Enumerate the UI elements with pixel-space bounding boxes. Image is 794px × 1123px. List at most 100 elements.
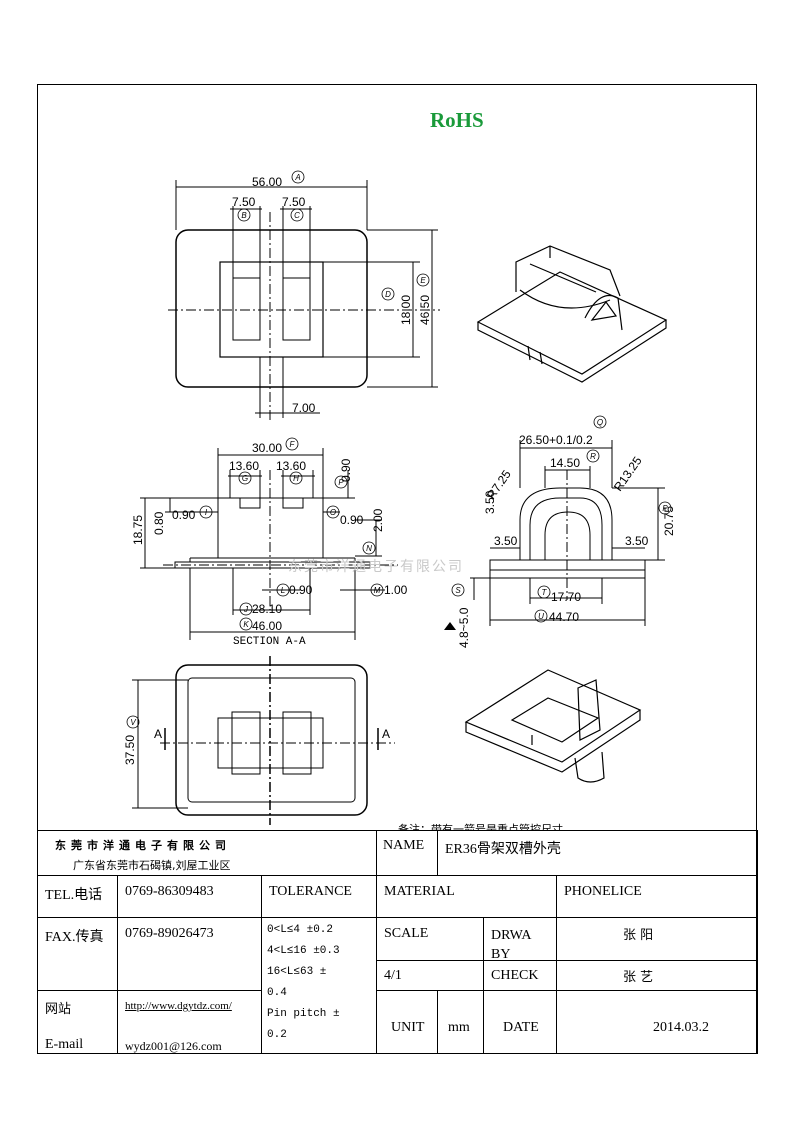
dim-slot-c: 7.50 [282,195,306,209]
mark-n: N [366,544,372,553]
check-label: CHECK [491,968,539,983]
tel-value: 0769-86309483 [125,884,214,899]
email-label: E-mail [45,1037,84,1052]
tolerance-row-6: 0.2 [267,1029,287,1041]
name-value: ER36骨架双槽外壳 [445,842,561,857]
dim-slot-g: 13.60 [229,459,259,473]
section-label: SECTION A-A [233,636,306,648]
drawn-by-label: DRWA BY [485,922,537,968]
mark-i: I [205,508,208,517]
mark-b: B [241,211,247,220]
dim-inner-height: 18.00 [399,295,413,325]
mark-c: C [294,211,300,220]
dim-step: 0.80 [152,511,166,535]
fax-label: FAX.传真 [45,930,104,945]
tolerance-label: TOLERANCE [269,884,352,899]
drawn-by-value: 张 阳 [623,928,654,943]
isometric-view-top [476,245,668,383]
tolerance-row-4: 0.4 [267,987,287,999]
mark-a: A [294,173,300,182]
section-view [140,448,398,640]
tolerance-row-1: 0<L≤4 ±0.2 [267,924,334,936]
mark-m: M [374,586,381,595]
section-marker-left: A [154,727,162,741]
dim-side-height: 20.75 [662,506,676,536]
unit-value: mm [448,1020,470,1035]
dim-top-width: 56.00 [252,175,282,189]
top-view [168,180,440,420]
rohs-label: RoHS [430,108,484,132]
tolerance-table: 0<L≤4 ±0.2 4<L≤16 ±0.3 16<L≤63 ± 0.4 Pin… [267,920,379,1046]
date-label: DATE [503,1020,539,1035]
email-value: wydz001@126.com [125,1039,222,1053]
phonelice-label: PHONELICE [564,884,642,899]
dim-top-height: 46.50 [418,295,432,325]
bottom-view [132,656,395,825]
checked-by-value: 张 艺 [623,970,654,985]
dim-center-thickness: 0.90 [289,583,313,597]
mark-r: R [590,452,596,461]
dim-base-thickness: 1.00 [384,583,408,597]
dim-pin: 4.8~5.0 [457,607,471,648]
mark-k: K [243,620,249,629]
mark-g: G [242,474,248,483]
mark-f: F [290,440,296,449]
mark-l: L [281,586,285,595]
mark-h: H [293,474,299,483]
mark-d: D [385,290,391,299]
tolerance-row-2: 4<L≤16 ±0.3 [267,945,340,957]
note-text: 备注：带有一箭号是重点管控尺寸 [398,823,563,830]
tolerance-row-5: Pin pitch ± [267,1008,340,1020]
fax-value: 0769-89026473 [125,926,214,941]
dim-slot-h: 13.60 [276,459,306,473]
by-label: BY [491,947,511,962]
isometric-view-bottom [464,669,642,783]
mark-s: S [455,586,461,595]
mark-e: E [420,276,426,285]
scale-value: 4/1 [384,968,402,983]
date-value: 2014.03.2 [653,1020,709,1035]
dim-right-step: 3.50 [625,534,649,548]
dim-left-thickness: 0.90 [172,508,196,522]
dim-bottom-height: 37.50 [123,735,137,765]
dim-section-width: 30.00 [252,441,282,455]
dim-side-top-width: 26.50+0.1/0.2 [519,433,593,447]
side-view [470,440,665,626]
dim-section-height: 18.75 [131,515,145,545]
dim-gap: 7.00 [292,401,316,415]
critical-arrow-icon [444,622,456,630]
dim-side-height-top: 3.50 [483,490,497,514]
dim-side-inner-width: 14.50 [550,456,580,470]
mark-j: J [243,605,249,614]
watermark: 东莞市洋通电子有限公司 [288,559,464,575]
mark-u: U [538,612,544,621]
mark-v: V [130,718,136,727]
drwa-label: DRWA [491,928,532,943]
mark-p-side: P [662,504,668,513]
dim-outer-width: 46.00 [252,619,282,633]
company-name: 东莞市洋通电子有限公司 [55,839,231,852]
tel-label: TEL.电话 [45,888,103,903]
dim-slot-width: 17.70 [551,590,581,604]
material-label: MATERIAL [384,884,455,899]
unit-label: UNIT [391,1020,425,1035]
mark-o: O [330,508,336,517]
tolerance-row-3: 16<L≤63 ± [267,966,327,978]
dim-inner-width: 28.10 [252,602,282,616]
dim-slot-b: 7.50 [232,195,256,209]
company-address: 广东省东莞市石碣镇,刘屋工业区 [73,859,231,872]
mark-t: T [542,588,548,597]
dim-base-width: 44.70 [549,610,579,624]
title-block: 东莞市洋通电子有限公司 广东省东莞市石碣镇,刘屋工业区 NAME ER36骨架双… [37,830,758,1054]
dim-depth: 2.00 [371,508,385,532]
scale-label: SCALE [384,926,429,941]
website-label: 网站 [45,1002,72,1017]
mark-q: Q [597,418,603,427]
section-marker-right: A [382,727,390,741]
dim-left-step: 3.50 [494,534,518,548]
website-link[interactable]: http://www.dgytdz.com/ [125,1000,232,1012]
dim-right-thickness: 0.90 [340,513,364,527]
mark-p: P [338,478,344,487]
name-label: NAME [383,838,425,853]
